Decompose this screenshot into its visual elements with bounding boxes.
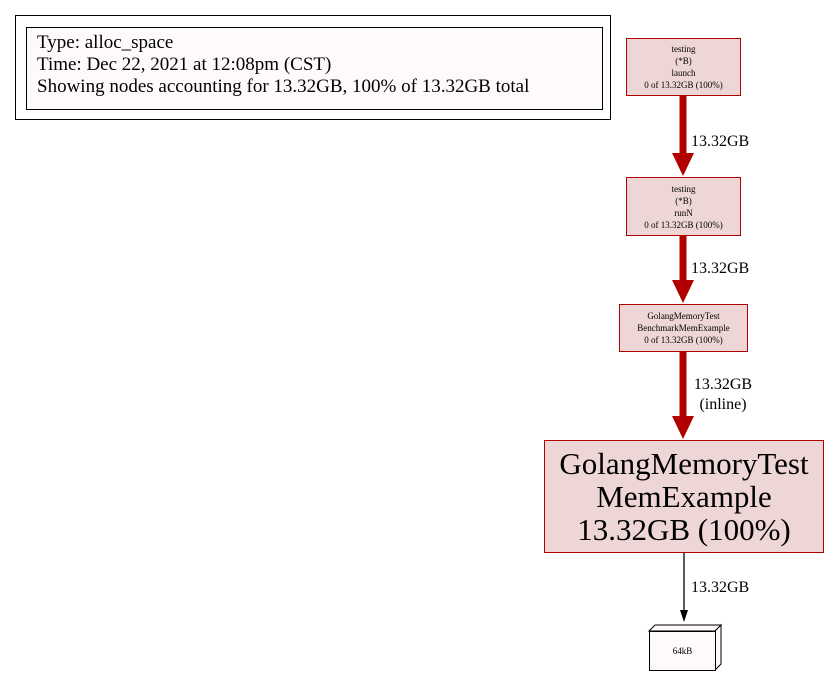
node-mem-func: MemExample	[596, 479, 772, 514]
node-leaf-label: 64kB	[672, 646, 693, 656]
node-runN-recv: (*B)	[675, 195, 692, 206]
node-launch-value: 0 of 13.32GB (100%)	[644, 80, 723, 90]
node-leaf-64kb[interactable]: 64kB	[649, 631, 716, 671]
node-bench-value: 0 of 13.32GB (100%)	[644, 335, 723, 345]
edge-label-mem-leaf[interactable]: 13.32GB	[691, 579, 750, 596]
node-bench-pkg: GolangMemoryTest	[647, 311, 720, 321]
edge-launch-runN	[672, 96, 694, 176]
node-mem-example[interactable]: GolangMemoryTest MemExample 13.32GB (100…	[544, 440, 824, 553]
legend-summary: Showing nodes accounting for 13.32GB, 10…	[37, 76, 530, 97]
node-runN-value: 0 of 13.32GB (100%)	[644, 219, 723, 230]
edge-label-runN-bench[interactable]: 13.32GB	[691, 260, 750, 277]
node-testing-runN[interactable]: testing (*B) runN 0 of 13.32GB (100%)	[626, 177, 741, 236]
node-mem-pkg: GolangMemoryTest	[559, 446, 809, 481]
edge-label-launch-runN[interactable]: 13.32GB	[691, 133, 750, 150]
edge-bench-mem	[672, 352, 694, 439]
node-mem-value: 13.32GB (100%)	[577, 512, 791, 547]
edge-label-bench-mem[interactable]: 13.32GB (inline)	[690, 375, 756, 415]
legend-box: Type: alloc_space Time: Dec 22, 2021 at …	[26, 27, 603, 110]
legend-time: Time: Dec 22, 2021 at 12:08pm (CST)	[37, 54, 332, 75]
node-launch-func: launch	[671, 68, 696, 78]
edge-runN-bench	[672, 236, 694, 303]
edge-label-bench-mem-inline: (inline)	[699, 396, 747, 413]
node-bench-func: BenchmarkMemExample	[637, 323, 730, 333]
node-runN-pkg: testing	[671, 183, 696, 194]
leaf-box-shape	[647, 623, 723, 672]
node-launch-recv: (*B)	[675, 56, 692, 66]
node-testing-launch[interactable]: testing (*B) launch 0 of 13.32GB (100%)	[626, 38, 741, 96]
node-launch-pkg: testing	[671, 44, 696, 54]
node-benchmark-mem-example[interactable]: GolangMemoryTest BenchmarkMemExample 0 o…	[619, 304, 748, 352]
edge-mem-leaf	[680, 553, 688, 622]
legend-type: Type: alloc_space	[37, 32, 174, 53]
edge-label-bench-mem-value: 13.32GB	[693, 376, 753, 393]
node-runN-func: runN	[674, 207, 693, 218]
